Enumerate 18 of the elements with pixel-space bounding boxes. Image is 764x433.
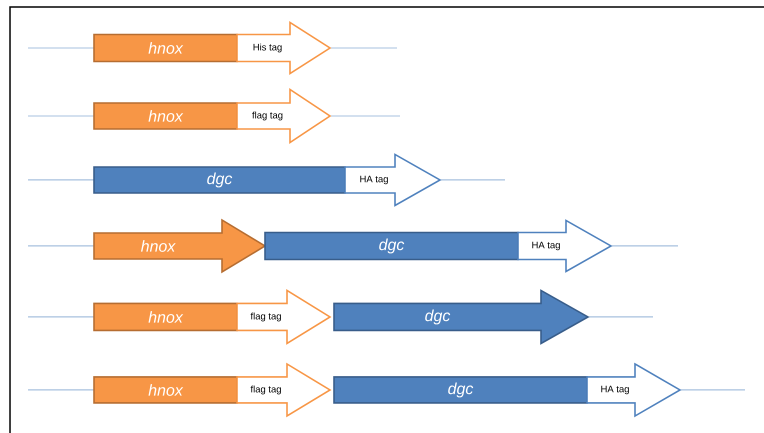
tag-segment: HA tag — [344, 153, 442, 207]
tag-segment: flag tag — [236, 289, 332, 345]
tag-segment: HA tag — [586, 362, 682, 418]
gene-segment: dgc — [93, 166, 346, 194]
tag-segment: His tag — [236, 21, 332, 75]
node-label: HA tag — [601, 386, 629, 394]
gene-segment: hnox — [93, 34, 238, 62]
gene-segment: dgc — [333, 289, 590, 345]
gene-segment: hnox — [93, 218, 267, 274]
gene-segment: hnox — [93, 102, 238, 130]
gene-segment: dgc — [333, 376, 588, 404]
gene-segment: hnox — [93, 376, 238, 404]
gene-segment: dgc — [264, 232, 519, 260]
tag-segment: flag tag — [236, 362, 332, 418]
tag-segment: HA tag — [517, 219, 613, 273]
gene-segment: hnox — [93, 302, 238, 332]
tag-segment: flag tag — [236, 88, 332, 144]
node-label: flag tag — [250, 386, 281, 394]
